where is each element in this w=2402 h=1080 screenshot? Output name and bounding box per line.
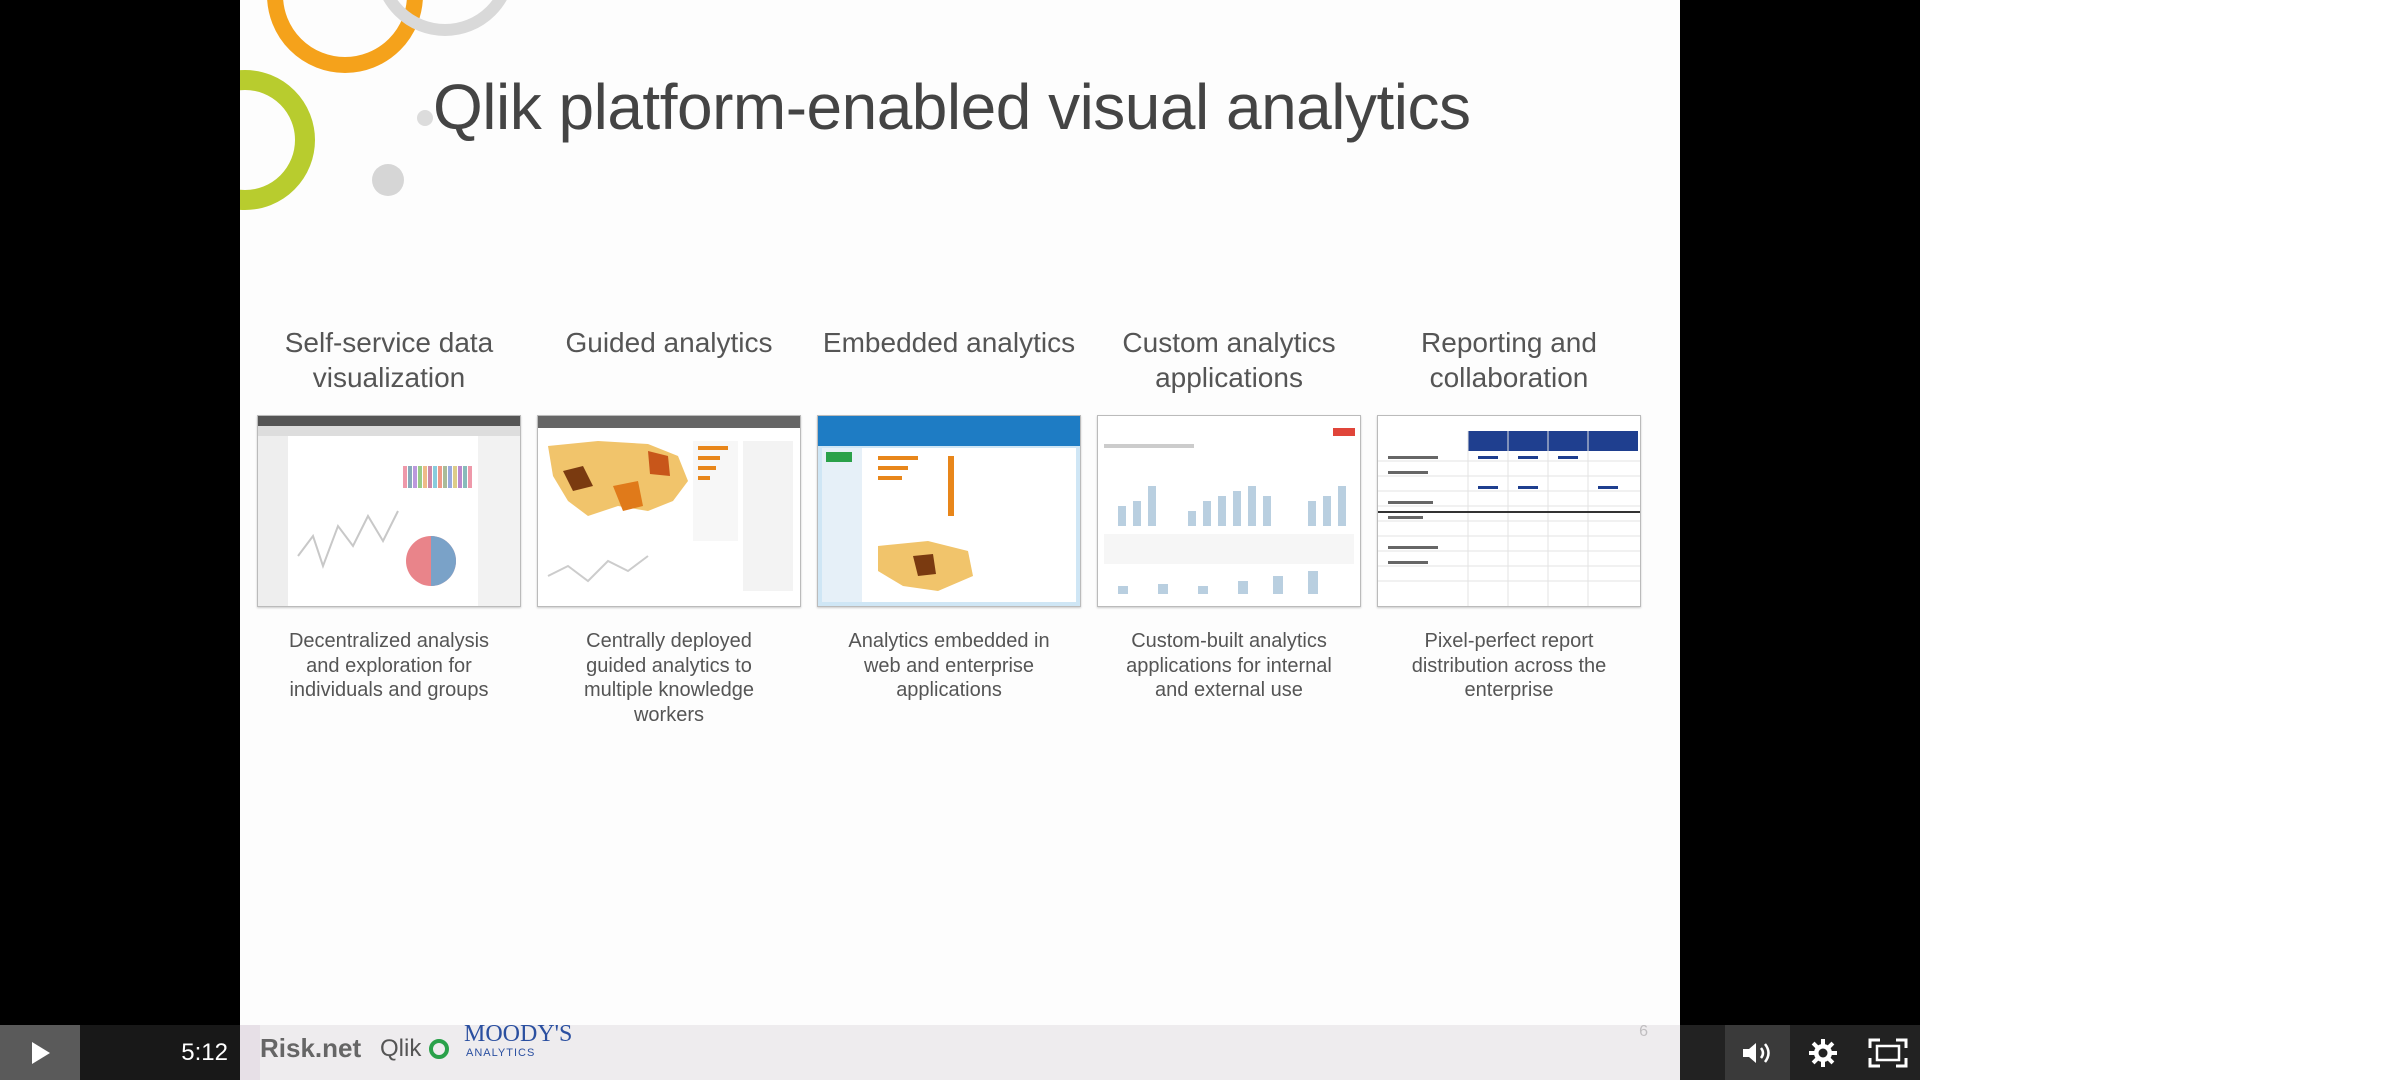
progress-bar[interactable]: Risk.net Qlik MOODY'S ANALYTICS (240, 1021, 1680, 1080)
embedded-thumbnail (817, 415, 1081, 607)
player-right-controls (1680, 1025, 1920, 1080)
fullscreen-button[interactable] (1855, 1025, 1920, 1080)
dashboard-thumbnail (257, 415, 521, 607)
progress-fill (240, 1025, 261, 1080)
volume-icon (1742, 1042, 1770, 1063)
decorative-circles (240, 0, 507, 210)
volume-button[interactable] (1725, 1025, 1790, 1080)
column-description: Pixel-perfect report distribution across… (1411, 630, 1607, 701)
qlik-logo: Qlik (380, 1035, 450, 1063)
video-control-bar: 5:12 Risk.net Qlik MOODY'S ANALYTICS (0, 1021, 1920, 1080)
column-reporting: Reporting and collaboration (1377, 325, 1641, 703)
presentation-slide: Qlik platform-enabled visual analytics S… (240, 0, 1680, 1080)
column-description: Centrally deployed guided analytics to m… (583, 630, 755, 726)
settings-gear-icon (1808, 1038, 1837, 1067)
custom-app-thumbnail (1097, 415, 1361, 607)
column-guided: Guided analytics Centrally deployed guid… (537, 325, 801, 727)
column-heading: Guided analytics (565, 327, 773, 358)
current-time: 5:12 (181, 1039, 228, 1066)
play-button[interactable] (0, 1025, 80, 1080)
column-heading: Embedded analytics (822, 327, 1076, 358)
time-display-area: 5:12 (80, 1025, 240, 1080)
column-custom: Custom analytics applications (1097, 325, 1361, 703)
column-heading: Custom analytics applications (1122, 327, 1336, 393)
column-self-service: Self-service data visualization (257, 325, 521, 703)
column-description: Decentralized analysis and exploration f… (288, 630, 490, 701)
column-description: Custom-built analytics applications for … (1126, 630, 1332, 701)
slide-title: Qlik platform-enabled visual analytics (433, 71, 1471, 143)
column-embedded: Embedded analytics Analytics embedded in… (817, 325, 1081, 703)
video-player[interactable]: Qlik platform-enabled visual analytics S… (0, 0, 1920, 1080)
slide-number: 6 (1639, 1023, 1648, 1040)
column-heading: Self-service data visualization (284, 327, 494, 393)
map-thumbnail (537, 415, 801, 607)
fullscreen-icon (1868, 1038, 1907, 1067)
column-description: Analytics embedded in web and enterprise… (848, 630, 1050, 701)
moodys-logo: MOODY'S ANALYTICS (464, 1021, 573, 1059)
qlik-mark-icon (429, 1039, 450, 1059)
risk-net-logo: Risk.net (260, 1033, 362, 1063)
settings-button[interactable] (1790, 1025, 1855, 1080)
play-icon (32, 1041, 50, 1064)
report-thumbnail (1377, 415, 1641, 607)
column-heading: Reporting and collaboration (1421, 327, 1597, 393)
